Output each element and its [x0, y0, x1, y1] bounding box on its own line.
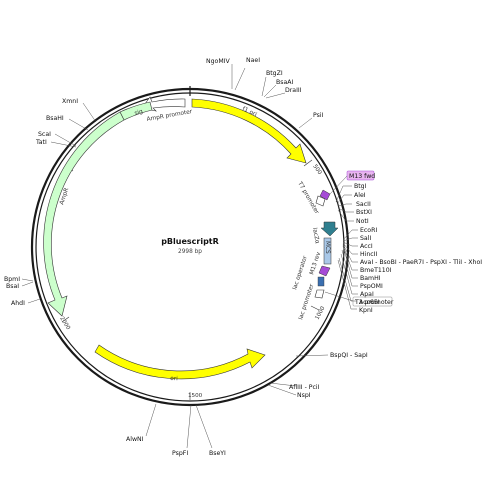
plasmid-length: 2998 bp [178, 249, 202, 255]
lacZa-feature[interactable] [320, 221, 339, 237]
site-EcoRI[interactable]: EcoRI [360, 227, 377, 234]
site-BspQI-SapI[interactable]: BspQI - SapI [330, 352, 368, 359]
site-BseYI[interactable]: BseYI [209, 450, 226, 457]
AmpR-promoter-label: AmpR promoter [146, 109, 193, 123]
site-labels-top: NgoMIV NaeI BtgZI BsaAI DraIII PsiI [206, 57, 324, 129]
M13-rev-primer-feature[interactable] [318, 265, 331, 277]
site-BmeT110I[interactable]: BmeT110I [360, 267, 392, 274]
lac-promoter-label: lac promoter [298, 283, 315, 321]
site-DraIII[interactable]: DraIII [285, 87, 302, 94]
site-BpmI[interactable]: BpmI [4, 276, 20, 283]
tick-label-1500: 1500 [188, 393, 203, 399]
site-BtgI[interactable]: BtgI [354, 183, 367, 190]
backbone-inner-circle [35, 92, 345, 402]
site-NspI[interactable]: NspI [297, 392, 311, 399]
AmpR-label: AmpR [59, 187, 70, 205]
site-BstXI[interactable]: BstXI [356, 209, 372, 216]
lacZa-label: lacZα [311, 227, 320, 244]
tick-label-1000: 1000 [314, 305, 326, 321]
site-ScaI[interactable]: ScaI [38, 131, 51, 138]
M13-fwd-box-label: M13 fwd [349, 173, 375, 180]
T7-promoter-feature[interactable] [315, 195, 326, 207]
site-BsaHI[interactable]: BsaHI [46, 115, 64, 122]
site-PsiI[interactable]: PsiI [313, 112, 324, 119]
lac-operator-label: lac operator [292, 255, 309, 291]
site-ApaI[interactable]: ApaI [360, 291, 374, 298]
site-NaeI[interactable]: NaeI [246, 57, 260, 64]
site-AvaI-group[interactable]: AvaI - BsoBI - PaeR7I - PspXI - TliI - X… [360, 259, 482, 266]
plasmid-name: pBluescriptR [161, 237, 219, 246]
site-BtgZI[interactable]: BtgZI [266, 70, 283, 77]
f1-ori-feature[interactable] [191, 98, 307, 164]
site-labels-left: XmnI BsaHI ScaI TatI BpmI BsaI AhdI [4, 98, 97, 307]
M13-fwd-box[interactable] [346, 170, 375, 181]
site-AccI[interactable]: AccI [360, 243, 373, 250]
lac-promoter-feature[interactable] [314, 289, 325, 299]
MCS-label: MCS [324, 241, 330, 254]
tick-label-500: 500 [311, 164, 322, 177]
position-ticks: 500 1000 1500 2000 2500 [58, 159, 327, 400]
site-AleI[interactable]: AleI [354, 192, 366, 199]
site-AflIII-PciI[interactable]: AflIII - PciI [289, 384, 320, 391]
site-SacII[interactable]: SacII [356, 201, 371, 208]
site-BamHI[interactable]: BamHI [360, 275, 381, 282]
T7-promoter-label: T7 promoter [296, 180, 320, 216]
MCS-feature[interactable] [323, 237, 332, 265]
site-PspFI[interactable]: PspFI [172, 450, 188, 457]
site-HincII[interactable]: HincII [360, 251, 378, 258]
site-labels-right: BtgI AleI SacII BstXI NotI EcoRI SalI Ac… [335, 183, 482, 314]
site-PspOMI[interactable]: PspOMI [360, 283, 383, 290]
site-AlwNI[interactable]: AlwNI [126, 436, 144, 443]
site-labels-bottom: BspQI - SapI AflIII - PciI NspI AlwNI Ps… [126, 352, 368, 457]
site-TatI[interactable]: TatI [35, 139, 47, 146]
site-Acc65I[interactable]: Acc65I [359, 299, 380, 306]
AmpR-signal-label: sig [134, 109, 144, 117]
site-SalI[interactable]: SalI [360, 235, 371, 242]
ori-label: ori [170, 376, 178, 382]
T3-promoter-box-label: T3 promoter [354, 299, 394, 306]
lac-operator-feature[interactable] [317, 276, 325, 287]
site-NotI[interactable]: NotI [356, 218, 369, 225]
site-BsaAI[interactable]: BsaAI [276, 79, 293, 86]
backbone-outer-circle [30, 87, 350, 407]
site-BsaI[interactable]: BsaI [6, 283, 19, 290]
AmpR-feature[interactable] [43, 111, 125, 317]
site-NgoMIV[interactable]: NgoMIV [206, 58, 231, 65]
T3-promoter-box[interactable] [352, 296, 393, 307]
site-AhdI[interactable]: AhdI [11, 300, 25, 307]
M13-fwd-primer-feature[interactable] [319, 189, 331, 201]
ori-feature[interactable] [94, 344, 266, 380]
site-XmnI[interactable]: XmnI [62, 98, 78, 105]
site-KpnI[interactable]: KpnI [359, 307, 373, 314]
